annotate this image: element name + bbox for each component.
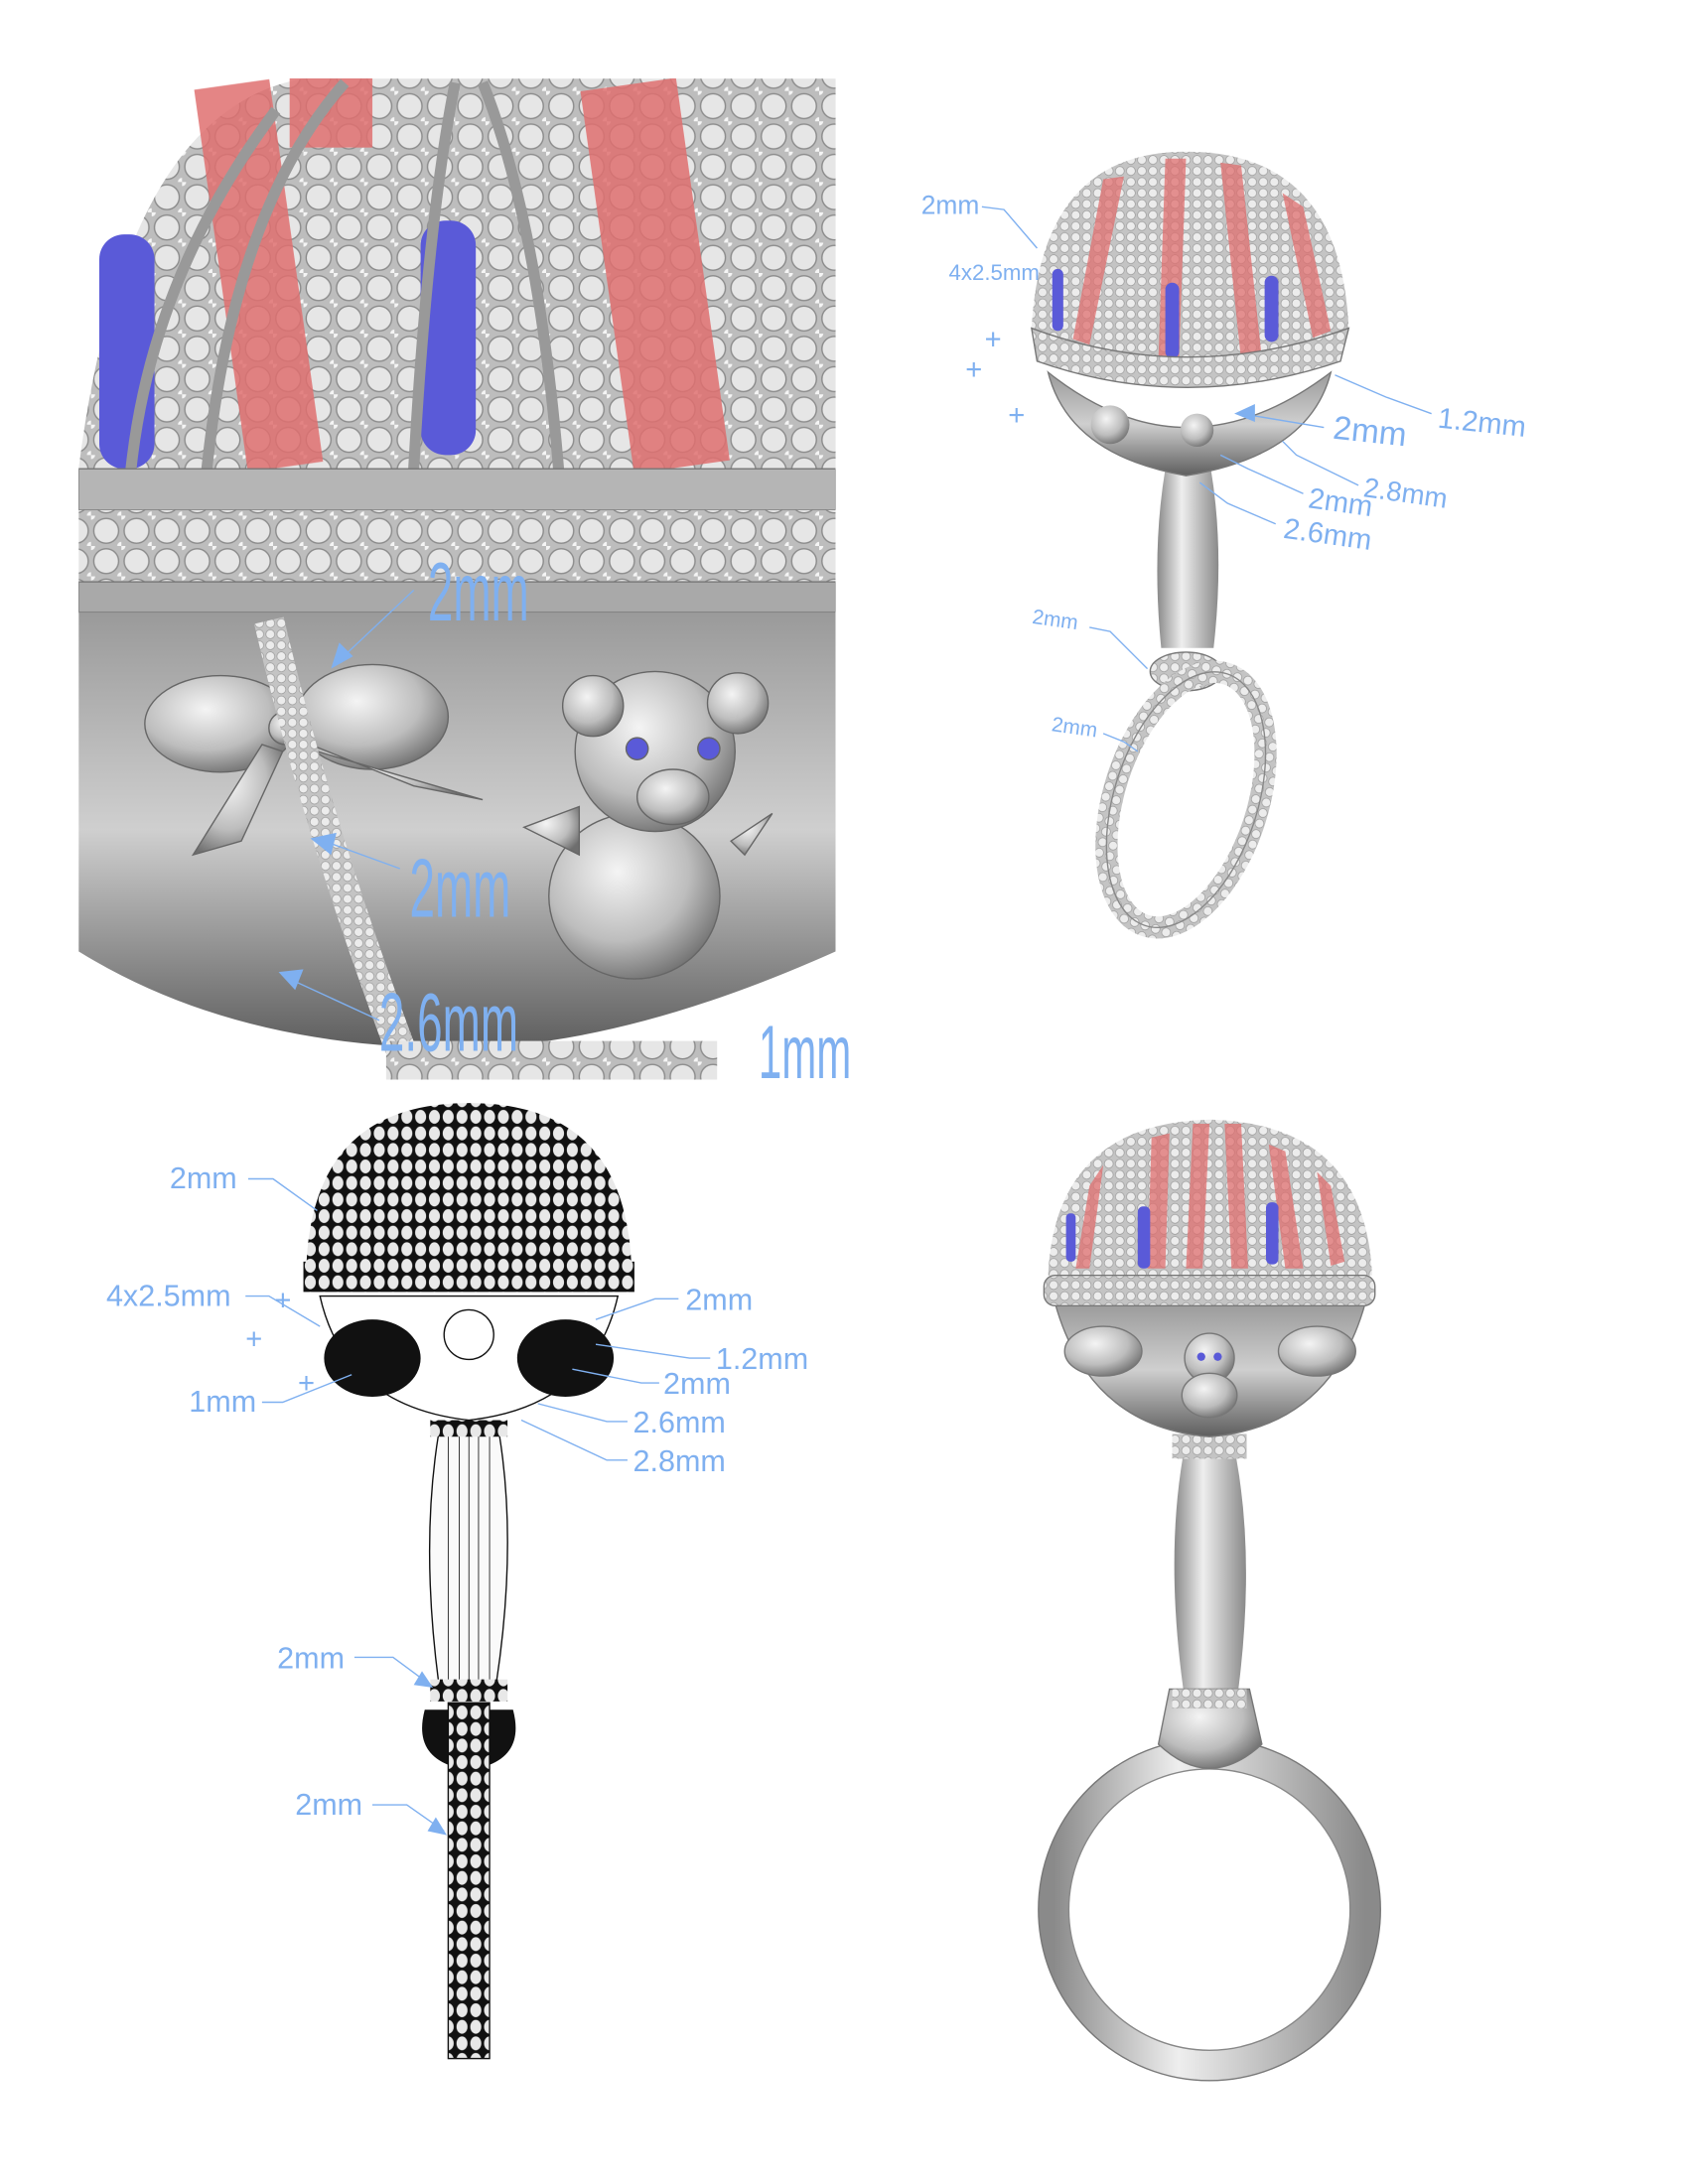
front-render [1038,1119,1381,2082]
dimension-label: 4x2.5mm [949,260,1040,285]
dimension-label: 4x2.5mm [106,1279,231,1312]
dimension-label: 2.8mm [633,1444,726,1478]
dimension-label: 2.6mm [633,1406,726,1439]
wireframe-render [303,1103,634,2060]
dimension-label: 2mm [170,1161,237,1195]
dimension-label: 2mm [921,190,980,219]
crosshair-marker: + [245,1323,262,1355]
bow-relief [144,663,484,857]
closeup-render [78,78,836,1080]
dimension-label: 1.2mm [716,1342,808,1376]
dimension-label: 1.2mm [1436,403,1527,444]
dimension-label: 2.6mm [379,977,518,1069]
crosshair-marker: + [965,354,982,386]
dimension-label: 2mm [685,1283,753,1316]
wireframe-annotations: 2mm 4x2.5mm 1mm 2mm 1.2mm 2mm 2.6mm 2.8m… [106,1161,808,1836]
perspective-annotations: 2mm 4x2.5mm 2mm 1.2mm 2.8mm 2mm 2.6mm 2m… [921,190,1527,752]
crosshair-marker: + [274,1285,291,1316]
dimension-label: 2mm [277,1642,345,1676]
dimension-label: 2mm [295,1788,362,1822]
crosshair-marker: + [1008,400,1025,432]
closeup-annotations: 2mm 2mm 2.6mm 1mm [278,547,851,1096]
dimension-label: 2mm [428,547,529,639]
dimension-label: 2mm [1031,606,1079,634]
dimension-label: 2mm [410,843,511,935]
dimension-label: 2mm [1332,410,1409,455]
dimension-label: 2.8mm [1361,472,1449,514]
teddy-bear-relief [522,670,774,980]
dimension-label: 1mm [189,1385,256,1419]
dimension-label: 2mm [1051,713,1099,742]
crosshair-marker: + [298,1368,315,1400]
perspective-render [1031,151,1350,939]
crosshair-marker: + [985,324,1002,355]
dimension-label: 2mm [663,1367,731,1401]
dimension-label: 1mm [759,1011,851,1096]
